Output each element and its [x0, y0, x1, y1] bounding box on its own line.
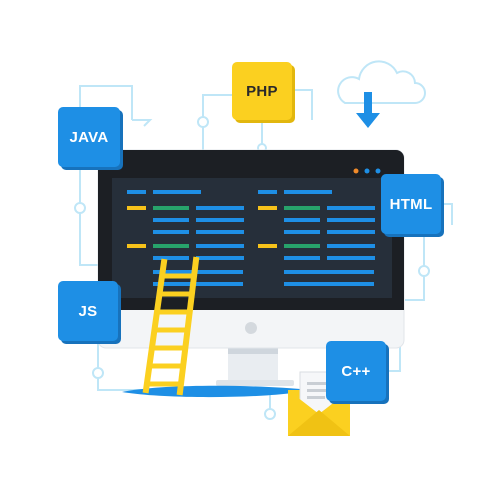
- cpp-tile: C++: [326, 341, 386, 401]
- java-label: JAVA: [69, 128, 109, 146]
- java-tile: JAVA: [58, 107, 120, 167]
- html-label: HTML: [389, 195, 433, 213]
- html-tile: HTML: [381, 174, 441, 234]
- js-tile: JS: [58, 281, 118, 341]
- ladder-icon: [142, 256, 200, 396]
- php-label: PHP: [246, 82, 278, 100]
- php-tile: PHP: [232, 62, 292, 120]
- cpp-label: C++: [341, 362, 371, 380]
- connector-nodes: [74, 116, 430, 420]
- cloud-download-icon: [337, 60, 426, 128]
- js-label: JS: [78, 302, 98, 320]
- window-dots-icon: [353, 168, 381, 174]
- floor-shadow: [122, 385, 310, 398]
- code-lines: [127, 190, 375, 286]
